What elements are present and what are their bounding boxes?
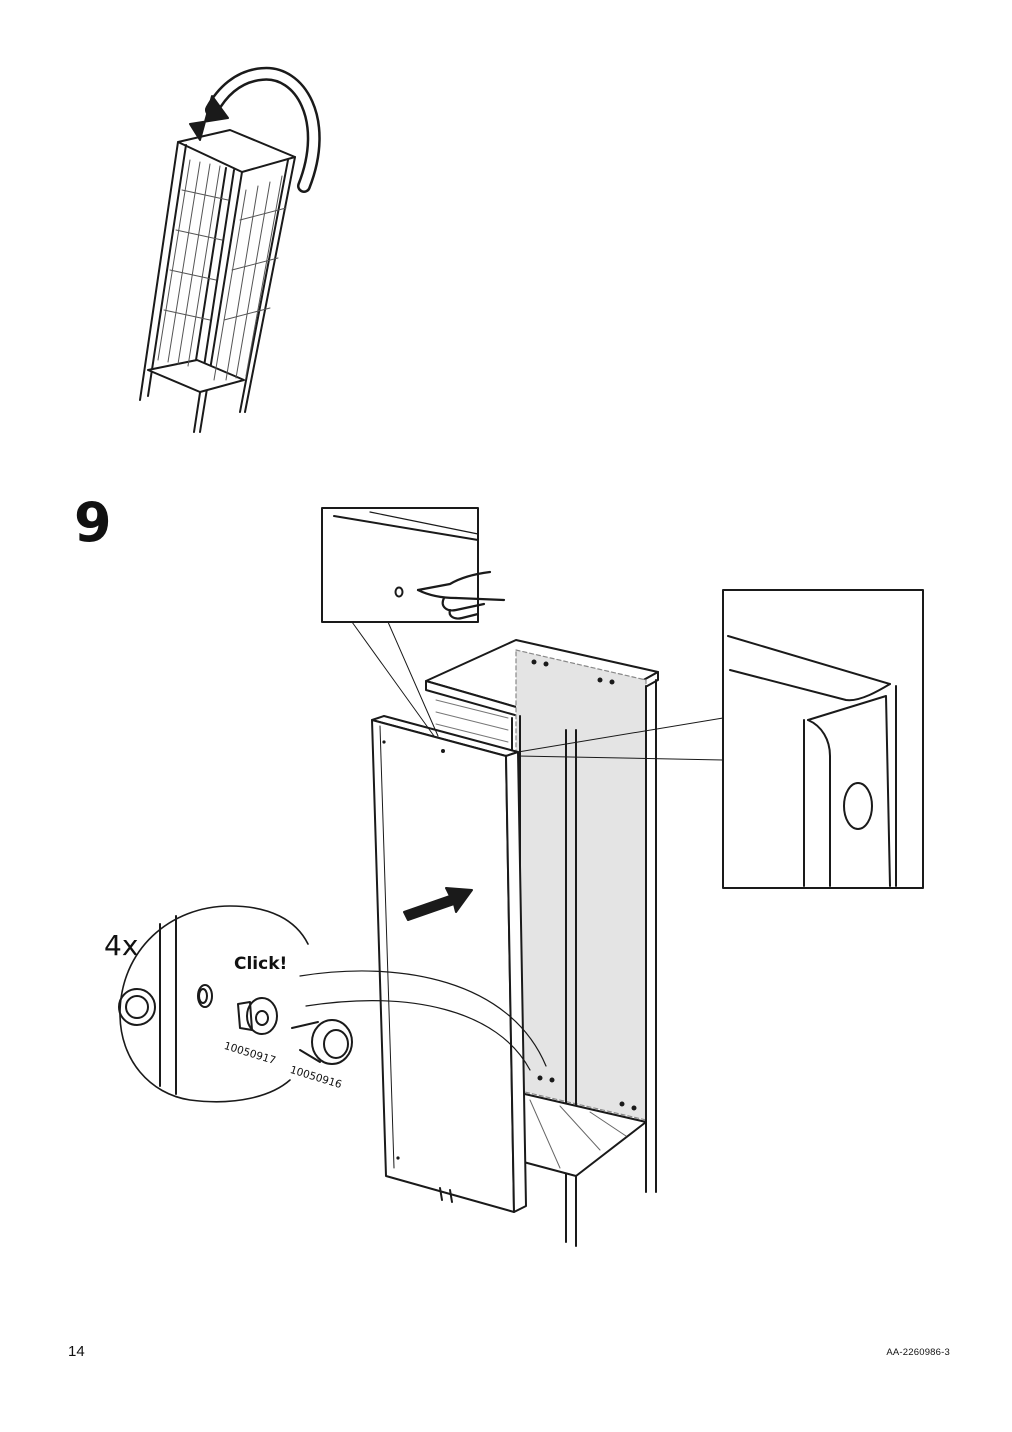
door-panel-illustration <box>371 715 527 1213</box>
click-label: Click! <box>234 954 288 974</box>
push-arrow-icon <box>403 887 473 921</box>
tilted-cabinet-illustration <box>139 129 296 433</box>
cabinet-illustration <box>425 639 659 1247</box>
rotate-arrow-icon <box>189 66 321 193</box>
pointing-hand-icon <box>416 570 506 620</box>
step-number: 9 <box>74 491 112 554</box>
hinge-detail-callout <box>118 905 547 1103</box>
detail-callout-corner <box>517 589 924 889</box>
page-number: 14 <box>68 1343 85 1360</box>
quantity-label: 4x <box>104 929 139 962</box>
document-code: AA-2260986-3 <box>886 1347 950 1358</box>
detail-callout-hole <box>321 507 479 737</box>
